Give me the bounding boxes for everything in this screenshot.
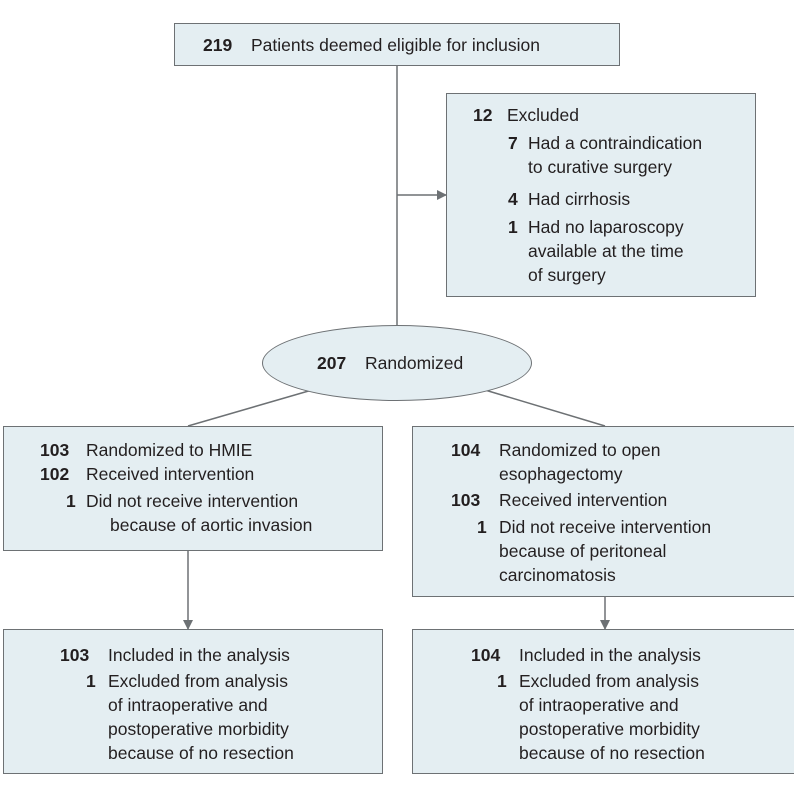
hmie-excluded-label: of intraoperative and — [108, 695, 268, 715]
hmie-not-received-label: because of aortic invasion — [110, 515, 313, 535]
hmie-not-received-label: Did not receive intervention — [86, 491, 299, 511]
excluded-count: 12 — [473, 105, 493, 125]
hmie-analysis-box: 103 Included in the analysis 1 Excluded … — [3, 629, 383, 774]
hmie-excluded-label: because of no resection — [108, 743, 294, 763]
excluded-reason-label: Had a contraindication — [528, 133, 703, 153]
open-excluded-label: postoperative morbidity — [519, 719, 700, 739]
eligible-count: 219 — [203, 35, 233, 55]
open-not-received-label: carcinomatosis — [499, 565, 616, 585]
open-excluded-label: because of no resection — [519, 743, 705, 763]
open-randomized-label: Randomized to open — [499, 440, 661, 460]
open-esophagectomy-arm-box: 104 Randomized to open esophagectomy 103… — [412, 426, 794, 597]
excluded-reason-label: to curative surgery — [528, 157, 672, 177]
excluded-box: 12 Excluded 7 Had a contraindication to … — [446, 93, 756, 297]
hmie-received-count: 102 — [40, 464, 70, 484]
hmie-received-label: Received intervention — [86, 464, 255, 484]
open-not-received-count: 1 — [477, 517, 487, 537]
hmie-excluded-label: postoperative morbidity — [108, 719, 289, 739]
excluded-reason-label: Had cirrhosis — [528, 189, 631, 209]
excluded-reason-label: available at the time — [528, 241, 684, 261]
open-received-label: Received intervention — [499, 490, 668, 510]
randomized-node: 207 Randomized — [262, 325, 532, 401]
open-esophagectomy-analysis-box: 104 Included in the analysis 1 Excluded … — [412, 629, 794, 774]
hmie-excluded-label: Excluded from analysis — [108, 671, 288, 691]
excluded-label: Excluded — [507, 105, 579, 125]
open-randomized-label: esophagectomy — [499, 464, 623, 484]
open-excluded-count: 1 — [497, 671, 507, 691]
hmie-included-label: Included in the analysis — [108, 645, 290, 665]
open-included-count: 104 — [471, 645, 501, 665]
open-not-received-label: Did not receive intervention — [499, 517, 712, 537]
excluded-reason-count: 7 — [508, 133, 518, 153]
open-excluded-label: Excluded from analysis — [519, 671, 699, 691]
hmie-not-received-count: 1 — [66, 491, 76, 511]
open-included-label: Included in the analysis — [519, 645, 701, 665]
hmie-randomized-label: Randomized to HMIE — [86, 440, 253, 460]
excluded-reason-label: of surgery — [528, 265, 606, 285]
eligible-box: 219 Patients deemed eligible for inclusi… — [174, 23, 620, 66]
open-not-received-label: because of peritoneal — [499, 541, 667, 561]
eligible-label: Patients deemed eligible for inclusion — [251, 35, 540, 55]
open-received-count: 103 — [451, 490, 481, 510]
hmie-included-count: 103 — [60, 645, 90, 665]
hmie-arm-box: 103 Randomized to HMIE 102 Received inte… — [3, 426, 383, 551]
hmie-randomized-count: 103 — [40, 440, 70, 460]
connector-randomized-to-left-arm — [187, 389, 313, 427]
randomized-label: Randomized — [365, 353, 464, 373]
excluded-reason-label: Had no laparoscopy — [528, 217, 684, 237]
connector-randomized-to-right-arm — [484, 389, 606, 427]
randomized-count: 207 — [317, 353, 347, 373]
hmie-excluded-count: 1 — [86, 671, 96, 691]
open-excluded-label: of intraoperative and — [519, 695, 679, 715]
excluded-reason-count: 4 — [508, 189, 518, 209]
excluded-reason-count: 1 — [508, 217, 518, 237]
open-randomized-count: 104 — [451, 440, 481, 460]
